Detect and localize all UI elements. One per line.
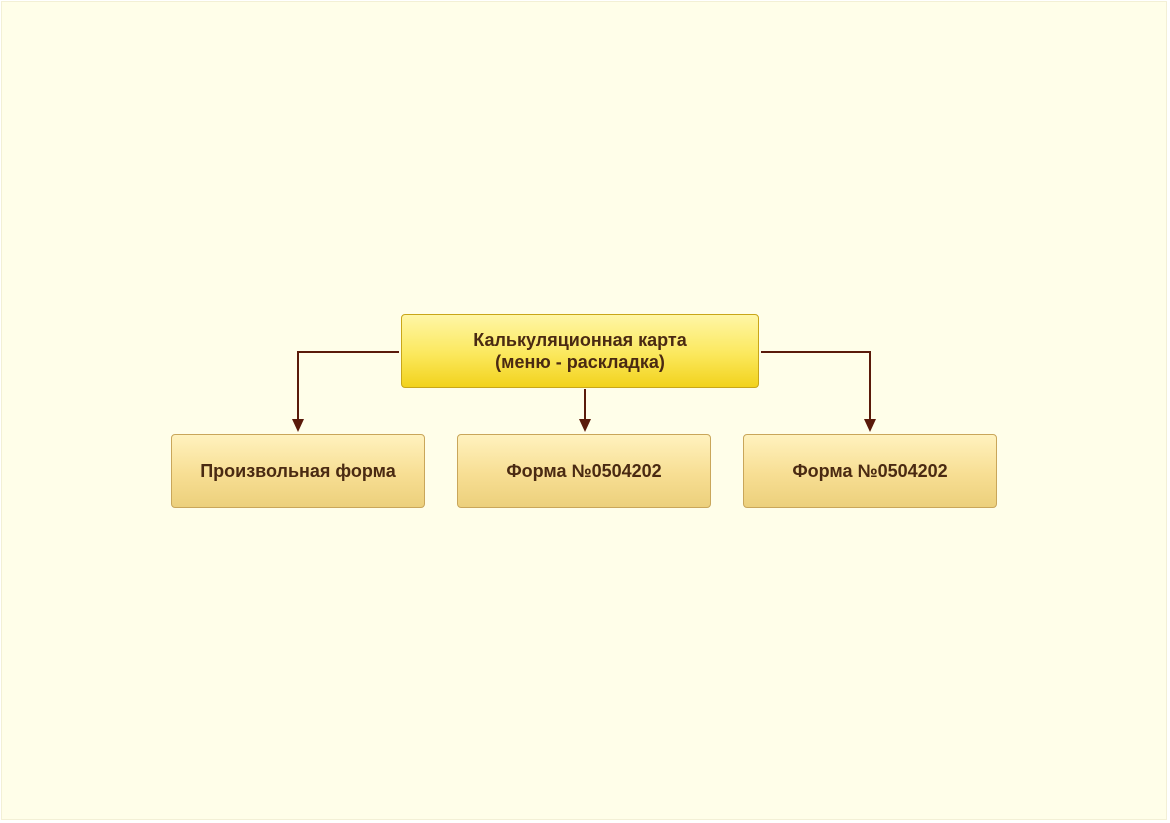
- child-node-label: Форма №0504202: [506, 461, 662, 481]
- root-node-calculation-card[interactable]: Калькуляционная карта (меню - раскладка): [401, 314, 759, 388]
- child-node-form-0504202-a[interactable]: Форма №0504202: [457, 434, 711, 508]
- child-node-arbitrary-form[interactable]: Произвольная форма: [171, 434, 425, 508]
- child-node-label: Произвольная форма: [200, 461, 396, 481]
- child-node-label: Форма №0504202: [792, 461, 948, 481]
- root-node-subtitle: (меню - раскладка): [495, 352, 665, 372]
- root-node-title: Калькуляционная карта: [473, 330, 687, 350]
- child-node-form-0504202-b[interactable]: Форма №0504202: [743, 434, 997, 508]
